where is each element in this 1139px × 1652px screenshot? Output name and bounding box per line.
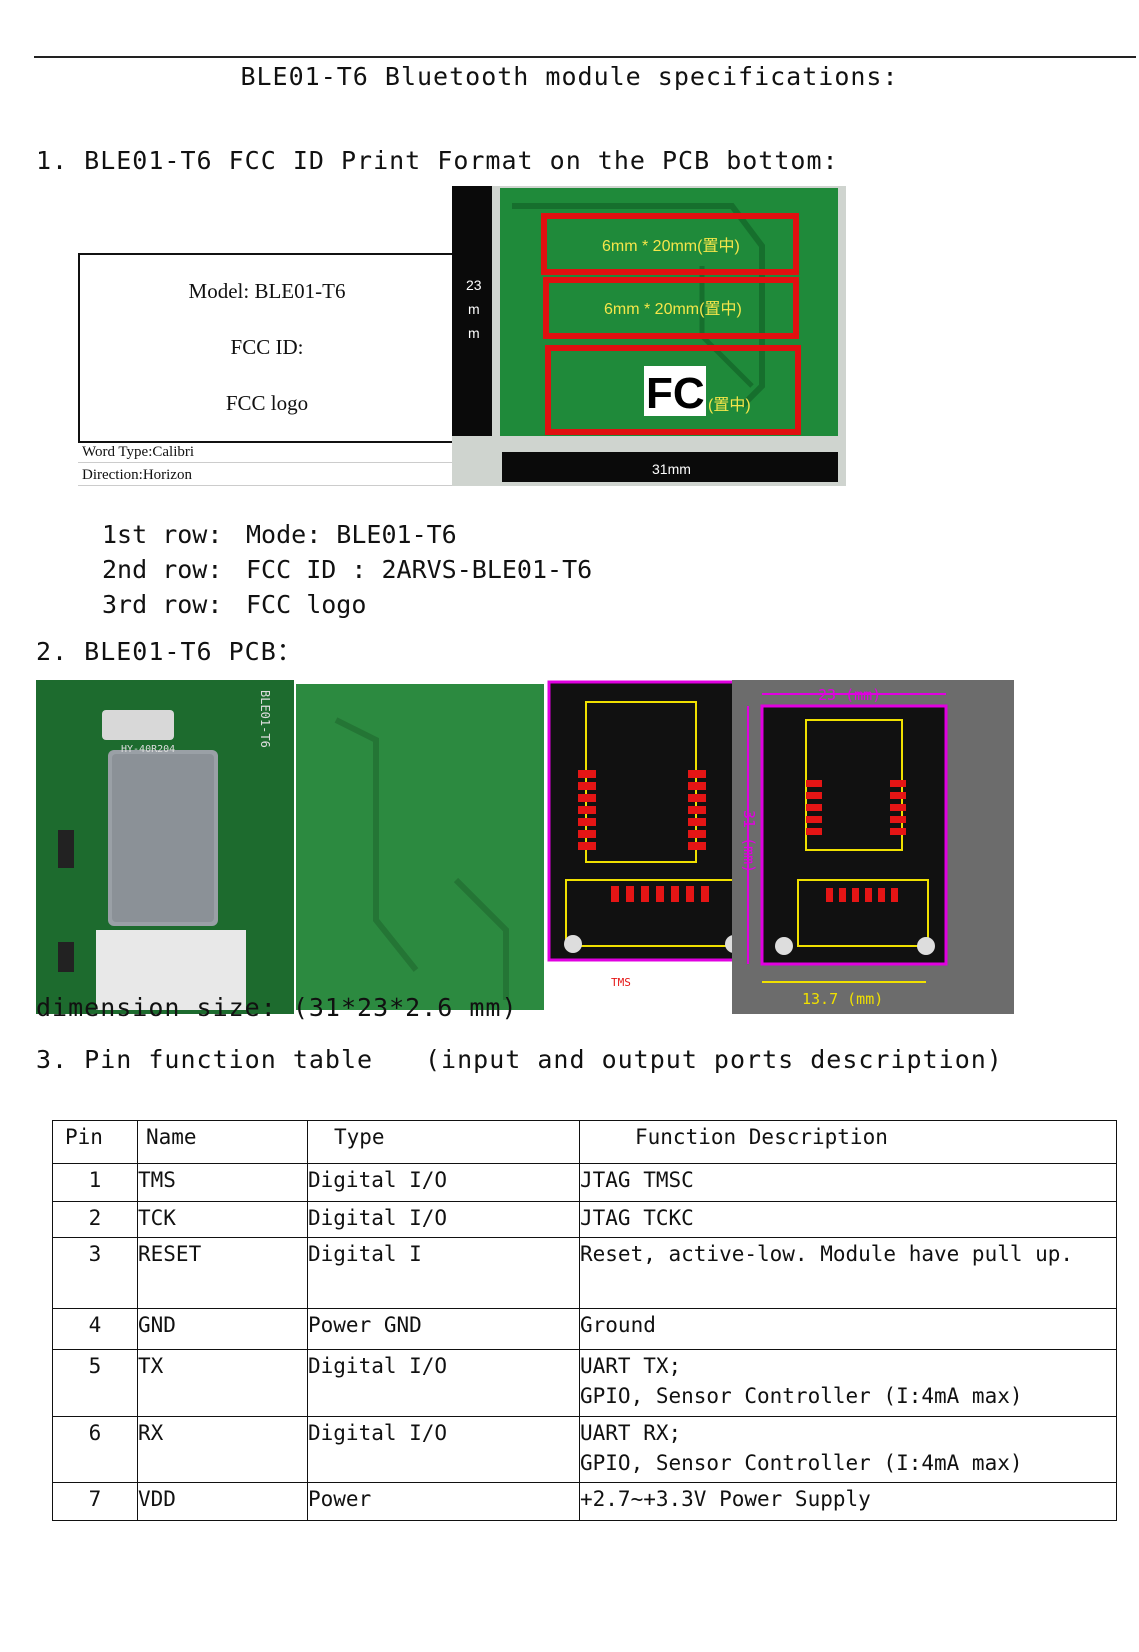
cell-pin: 6 xyxy=(52,1416,138,1483)
cell-desc: JTAG TMSC xyxy=(579,1163,1117,1202)
pcb-layout-2: 23 (mm) 31 (mm) 13.7 (mm) xyxy=(732,680,1014,1014)
cell-desc: JTAG TCKC xyxy=(579,1201,1117,1238)
row2-label: 2nd row: xyxy=(102,555,223,584)
table-row: 1 TMS Digital I/O JTAG TMSC xyxy=(52,1163,1117,1202)
cell-pin: 3 xyxy=(52,1237,138,1309)
bottom-label: 31mm xyxy=(652,461,691,477)
cell-type: Digital I/O xyxy=(307,1201,580,1238)
pcb-bottom-photo xyxy=(296,684,544,1010)
label-area-3 xyxy=(545,345,801,435)
table-row: 4 GND Power GND Ground xyxy=(52,1308,1117,1350)
chip-label: HY-40R204 xyxy=(121,744,175,755)
cell-type: Power xyxy=(307,1482,580,1521)
cell-pin: 7 xyxy=(52,1482,138,1521)
side-label-2: m xyxy=(468,301,480,317)
section3-heading: 3. Pin function table xyxy=(36,1045,374,1074)
table-row: 2 TCK Digital I/O JTAG TCKC xyxy=(52,1201,1117,1238)
section1-heading: 1. BLE01-T6 FCC ID Print Format on the P… xyxy=(36,146,839,175)
direction-note: Direction:Horizon xyxy=(78,464,454,486)
table-row: 6 RX Digital I/O UART RX; GPIO, Sensor C… xyxy=(52,1416,1117,1483)
layout-pins-label: TMS xyxy=(611,976,631,989)
col-header-pin: Pin xyxy=(52,1120,138,1164)
cell-name: GND xyxy=(137,1308,308,1350)
cell-desc: Ground xyxy=(579,1308,1117,1350)
cell-name: RX xyxy=(137,1416,308,1483)
cell-type: Digital I/O xyxy=(307,1349,580,1417)
desc-line: GPIO, Sensor Controller (I:4mA max) xyxy=(580,1451,1023,1475)
cell-pin: 5 xyxy=(52,1349,138,1417)
cell-name: RESET xyxy=(137,1237,308,1309)
cell-pin: 4 xyxy=(52,1308,138,1350)
cell-name: VDD xyxy=(137,1482,308,1521)
label-model: Model: BLE01-T6 xyxy=(188,279,346,303)
cell-name: TX xyxy=(137,1349,308,1417)
fcc-logo-icon xyxy=(644,366,706,416)
pcb-top-photo: HY-40R204 BLE01-T6 xyxy=(36,680,294,1014)
dim-top-label: 23 (mm) xyxy=(818,686,881,704)
row1-label: 1st row: xyxy=(102,520,223,549)
document-title: BLE01-T6 Bluetooth module specifications… xyxy=(240,62,899,91)
fcc-label-box: Model: BLE01-T6 FCC ID: FCC logo xyxy=(78,253,456,443)
table-row: 7 VDD Power +2.7~+3.3V Power Supply xyxy=(52,1482,1117,1521)
cell-desc: UART TX; GPIO, Sensor Controller (I:4mA … xyxy=(579,1349,1117,1417)
side-label-3: m xyxy=(468,325,480,341)
dim-bottom-label: 13.7 (mm) xyxy=(802,990,883,1008)
dim-side-label: 31 (mm) xyxy=(740,810,758,873)
cell-type: Digital I xyxy=(307,1237,580,1309)
section2-heading: 2. BLE01-T6 PCB： xyxy=(36,637,303,666)
box2-text: 6mm * 20mm(置中) xyxy=(604,300,742,318)
fcc-logo-text: FC xyxy=(646,369,705,418)
cell-desc: UART RX; GPIO, Sensor Controller (I:4mA … xyxy=(579,1416,1117,1483)
word-type-note: Word Type:Calibri xyxy=(78,441,454,463)
col-header-type: Type xyxy=(307,1120,580,1164)
desc-line: GPIO, Sensor Controller (I:4mA max) xyxy=(580,1384,1023,1408)
label-area-2 xyxy=(543,277,799,339)
desc-line: UART RX; xyxy=(580,1421,682,1445)
row3-value: FCC logo xyxy=(246,590,367,619)
table-header-row: Pin Name Type Function Description xyxy=(52,1120,1117,1164)
table-row: 5 TX Digital I/O UART TX; GPIO, Sensor C… xyxy=(52,1349,1117,1417)
cell-desc: Reset, active-low. Module have pull up. xyxy=(579,1237,1117,1309)
section3-heading-note: (input and output ports description) xyxy=(425,1045,1003,1074)
box1-text: 6mm * 20mm(置中) xyxy=(602,237,740,255)
pcb-photos-and-layouts: HY-40R204 BLE01-T6 TMS BLE01-T6 xyxy=(36,680,1014,1014)
row1-value: Mode: BLE01-T6 xyxy=(246,520,457,549)
row2-value: FCC ID : 2ARVS-BLE01-T6 xyxy=(246,555,593,584)
table-row: 3 RESET Digital I Reset, active-low. Mod… xyxy=(52,1237,1117,1309)
col-header-name: Name xyxy=(137,1120,308,1164)
box3-text: (置中) xyxy=(708,396,751,414)
cell-name: TCK xyxy=(137,1201,308,1238)
desc-line: UART TX; xyxy=(580,1354,682,1378)
cell-desc: +2.7~+3.3V Power Supply xyxy=(579,1482,1117,1521)
cell-type: Digital I/O xyxy=(307,1163,580,1202)
cell-pin: 1 xyxy=(52,1163,138,1202)
dimension-size: dimension size: (31*23*2.6 mm) xyxy=(36,993,518,1022)
cell-name: TMS xyxy=(137,1163,308,1202)
top-rule xyxy=(34,56,1136,58)
label-fcc-logo: FCC logo xyxy=(225,391,309,415)
cell-pin: 2 xyxy=(52,1201,138,1238)
bottom-dimension-bar xyxy=(502,452,838,482)
photo-board-name: BLE01-T6 xyxy=(258,690,272,748)
cell-type: Power GND xyxy=(307,1308,580,1350)
label-area-1 xyxy=(541,213,799,275)
cell-type: Digital I/O xyxy=(307,1416,580,1483)
side-dimension-bar xyxy=(452,186,492,436)
label-fcc-id: FCC ID: xyxy=(230,335,304,359)
col-header-function: Function Description xyxy=(579,1120,1117,1164)
pcb-bottom-label-image: 6mm * 20mm(置中) 6mm * 20mm(置中) FC (置中) 23… xyxy=(452,186,846,486)
row3-label: 3rd row: xyxy=(102,590,223,619)
pin-function-table: Pin Name Type Function Description 1 TMS… xyxy=(52,1120,1117,1521)
side-label-1: 23 xyxy=(466,277,482,293)
